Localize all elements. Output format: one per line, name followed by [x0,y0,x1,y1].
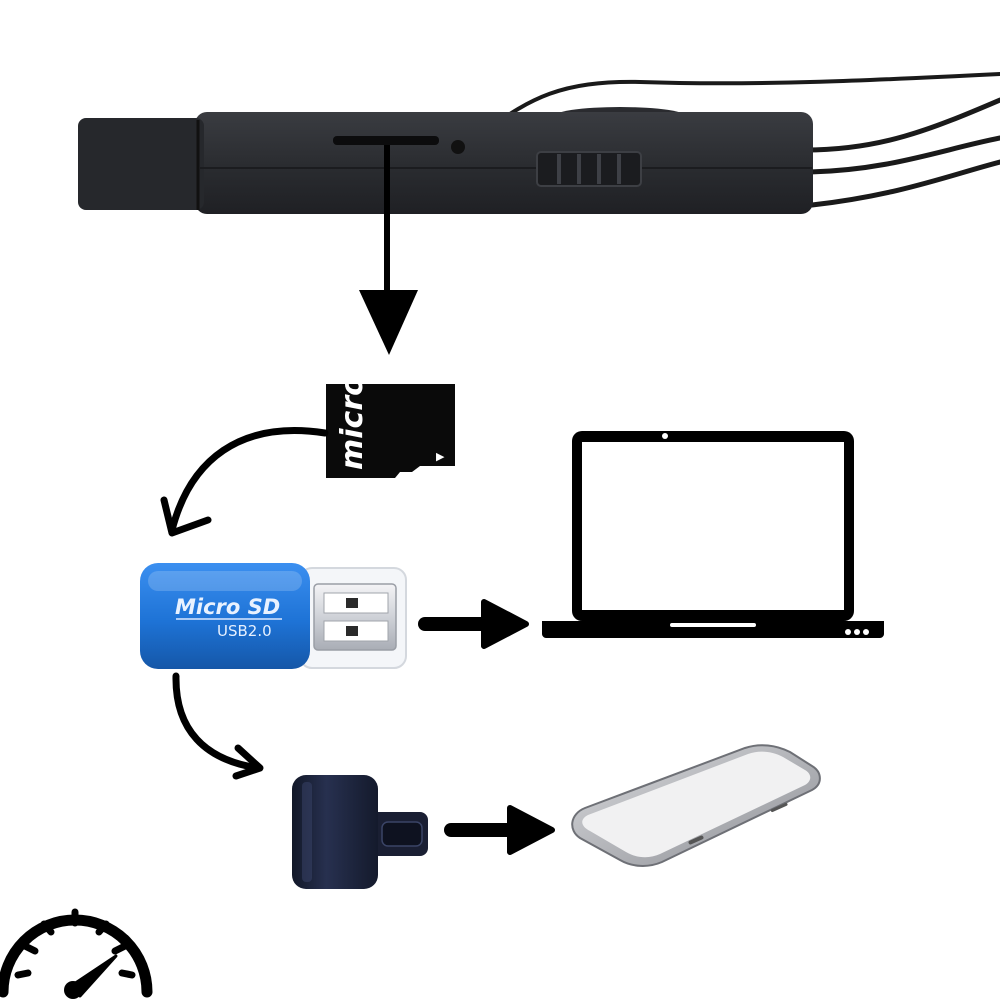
microsd-card-icon: micro SD ▶ [326,318,455,478]
arrow-down-icon [359,145,418,355]
curved-arrow-icon [172,672,264,780]
reader-usb-text: USB2.0 [217,622,272,640]
speedometer-gauge-icon [0,908,153,999]
usb-card-reader-icon: Micro SD USB2.0 [140,563,407,669]
usb-c-otg-adapter-icon [292,775,428,889]
card-slot-icon [333,136,439,145]
laptop-icon [542,431,884,638]
smartphone-icon [571,744,821,867]
switch-icon [536,151,642,187]
microsd-triangle-icon: ▶ [436,451,445,463]
curved-arrow-icon [160,427,329,537]
microsd-logo-text: micro SD [335,318,370,470]
voice-recorder-device-icon [78,72,1000,214]
arrow-right-icon [418,599,529,649]
arrow-right-icon [444,805,555,855]
reader-brand-text: Micro SD [175,595,280,619]
